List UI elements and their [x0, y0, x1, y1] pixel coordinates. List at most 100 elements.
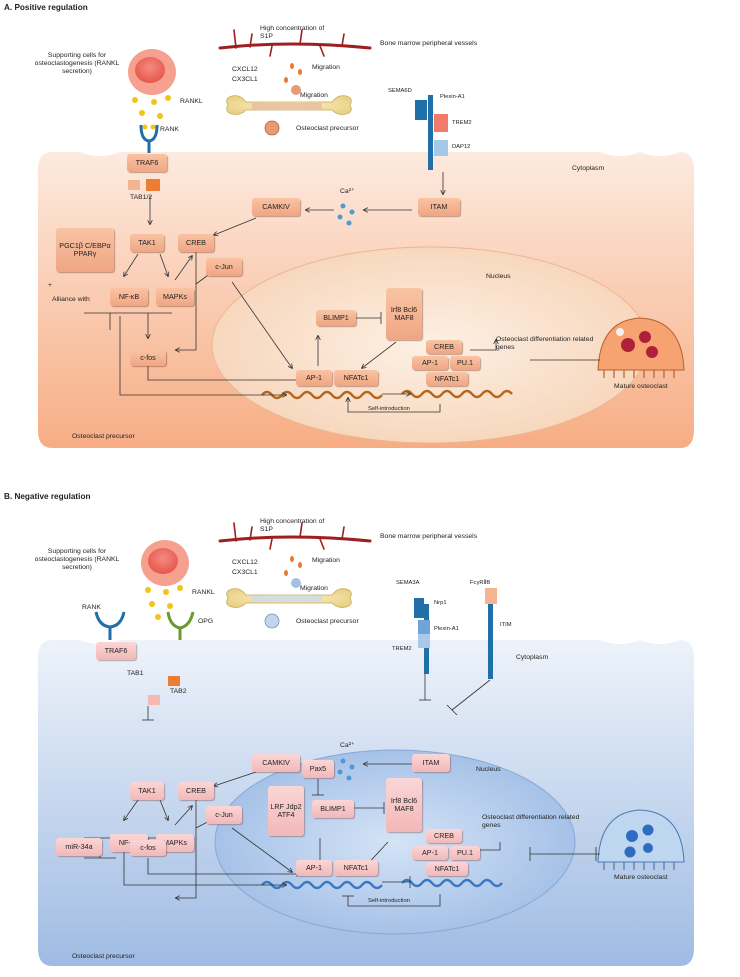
nucleus-label-a: Nucleus [486, 273, 511, 280]
opg-label: OPG [198, 618, 214, 625]
nfatc1-box-a2: NFATc1 [426, 372, 468, 386]
dna-b-right [401, 878, 503, 888]
cfos-box-a: c-fos [130, 350, 166, 366]
ap1-box-a2: AP-1 [412, 356, 448, 370]
chemokine-dots-a [284, 63, 302, 83]
self-intro-label-a: Self-introduction [368, 406, 410, 412]
dna-a-right [401, 389, 513, 399]
creb-box-a2: CREB [426, 340, 462, 354]
plexin-label-a: Plexin-A1 [440, 94, 465, 100]
vessels-label-b: Bone marrow peripheral vessels [380, 533, 478, 540]
creb-box-b: CREB [178, 782, 214, 800]
alliance-label: Alliance with [52, 296, 90, 303]
nfkb-box-a: NF-κB [110, 288, 148, 306]
cytoplasm-label-b: Cytoplasm [516, 654, 549, 661]
plexin-label-b: Plexin-A1 [434, 626, 459, 632]
itam-box-a: ITAM [418, 198, 460, 216]
irf8-box-b: Irf8 Bcl6 MAF8 [386, 778, 422, 832]
bone-a [226, 95, 352, 115]
vessel-a [218, 29, 372, 57]
nrp1-label: Nrp1 [434, 600, 447, 606]
precursor-cell-migrating-b [264, 578, 301, 629]
calcium-dots-b [337, 758, 355, 781]
rank-label-a: RANK [160, 126, 179, 133]
nfatc1-box-b2: NFATc1 [426, 862, 468, 876]
cxcl12-label-a: CXCL12 [232, 66, 258, 73]
mature-label-a: Mature osteoclast [614, 383, 668, 390]
rank-label-b: RANK [82, 604, 101, 611]
s1p-label-a: High concentration of S1P [260, 25, 325, 40]
cjun-box-a: c-Jun [206, 258, 242, 276]
migration-label-b1: Migration [312, 557, 340, 564]
tab-label-a: TAB1/2 [130, 194, 153, 201]
panel-a-title: A. Positive regulation [4, 3, 88, 12]
supporting-cells-label-b: Supporting cells for osteoclastogenesis … [34, 548, 120, 571]
migration-label-a1: Migration [312, 64, 340, 71]
tab2-square-a [146, 179, 160, 191]
cytoplasm-label-a: Cytoplasm [572, 165, 605, 172]
cfos-box-b: c-fos [130, 840, 166, 856]
ca-label-a: Ca²⁺ [340, 188, 355, 195]
fcr-label: FcγRⅡB [470, 580, 491, 586]
lrf-box: LRF Jdp2 ATF4 [268, 786, 304, 836]
rankl-dots-a [132, 95, 171, 130]
mir34a-box: miR-34a [56, 838, 102, 856]
supporting-cell-b [141, 540, 189, 586]
supporting-cell-a [128, 49, 176, 95]
genes-label-b: Osteoclast differentiation related genes [482, 814, 580, 829]
creb-box-a: CREB [178, 234, 214, 252]
ap1-box-a: AP-1 [296, 370, 332, 386]
mature-osteoclast-a [597, 317, 685, 378]
pu1-box-a: PU.1 [450, 356, 480, 370]
bottom-label-a: Osteoclast precursor [72, 433, 135, 440]
calcium-dots-a [337, 203, 355, 226]
nfatc1-box-b: NFATc1 [334, 860, 378, 876]
nucleus-label-b: Nucleus [476, 766, 501, 773]
rankl-dots-b [145, 585, 183, 620]
itam-box-b: ITAM [412, 754, 450, 772]
plus-label: + [48, 282, 52, 289]
nfatc1-box-a: NFATc1 [334, 370, 378, 386]
rankl-label-b: RANKL [192, 589, 215, 596]
tab1-square-a [128, 180, 140, 190]
ap1-box-b: AP-1 [296, 860, 332, 876]
blimp1-box-b: BLIMP1 [312, 800, 354, 818]
sema6d-label: SEMA6D [388, 88, 412, 94]
chemokine-dots-b [284, 556, 302, 576]
tab2-label-b: TAB2 [170, 688, 187, 695]
bone-b [226, 588, 352, 608]
itim-label: ITIM [500, 622, 512, 628]
tab2-square-b [168, 676, 180, 686]
cxcl12-label-b: CXCL12 [232, 559, 258, 566]
traf6-box-b: TRAF6 [96, 642, 136, 660]
bottom-label-b: Osteoclast precursor [72, 953, 135, 960]
pgc-box: PGC1β C/EBPα PPARγ [56, 228, 114, 272]
mature-osteoclast-b [597, 809, 685, 870]
trem2-label-a: TREM2 [452, 120, 472, 126]
pax5-box: Pax5 [302, 760, 334, 778]
camkiv-box-a: CAMKIV [252, 198, 300, 216]
creb-box-b2: CREB [426, 829, 462, 843]
supporting-cells-label-a: Supporting cells for osteoclastogenesis … [34, 52, 120, 75]
tab1-label-b: TAB1 [127, 670, 144, 677]
traf6-box-a: TRAF6 [127, 154, 167, 172]
blimp1-box-a: BLIMP1 [316, 310, 356, 326]
plexin-receptor-complex-a [415, 95, 448, 170]
genes-label-a: Osteoclast differentiation related genes [496, 336, 594, 351]
migration-label-a2: Migration [300, 92, 328, 99]
migration-label-b2: Migration [300, 585, 328, 592]
vessels-label-a: Bone marrow peripheral vessels [380, 40, 478, 47]
cjun-box-b: c-Jun [206, 806, 242, 824]
cx3cl1-label-a: CX3CL1 [232, 76, 258, 83]
pu1-box-b: PU.1 [450, 846, 480, 860]
camkiv-box-b: CAMKIV [252, 754, 300, 772]
nucleus-b [214, 749, 576, 935]
ca-label-b: Ca²⁺ [340, 742, 355, 749]
mature-label-b: Mature osteoclast [614, 874, 668, 881]
trem2-label-b: TREM2 [392, 646, 412, 652]
precursor-label-a: Osteoclast precursor [296, 125, 359, 132]
tab1-square-b [148, 695, 160, 705]
irf8-box-a: Irf8 Bcl6 MAF8 [386, 288, 422, 340]
